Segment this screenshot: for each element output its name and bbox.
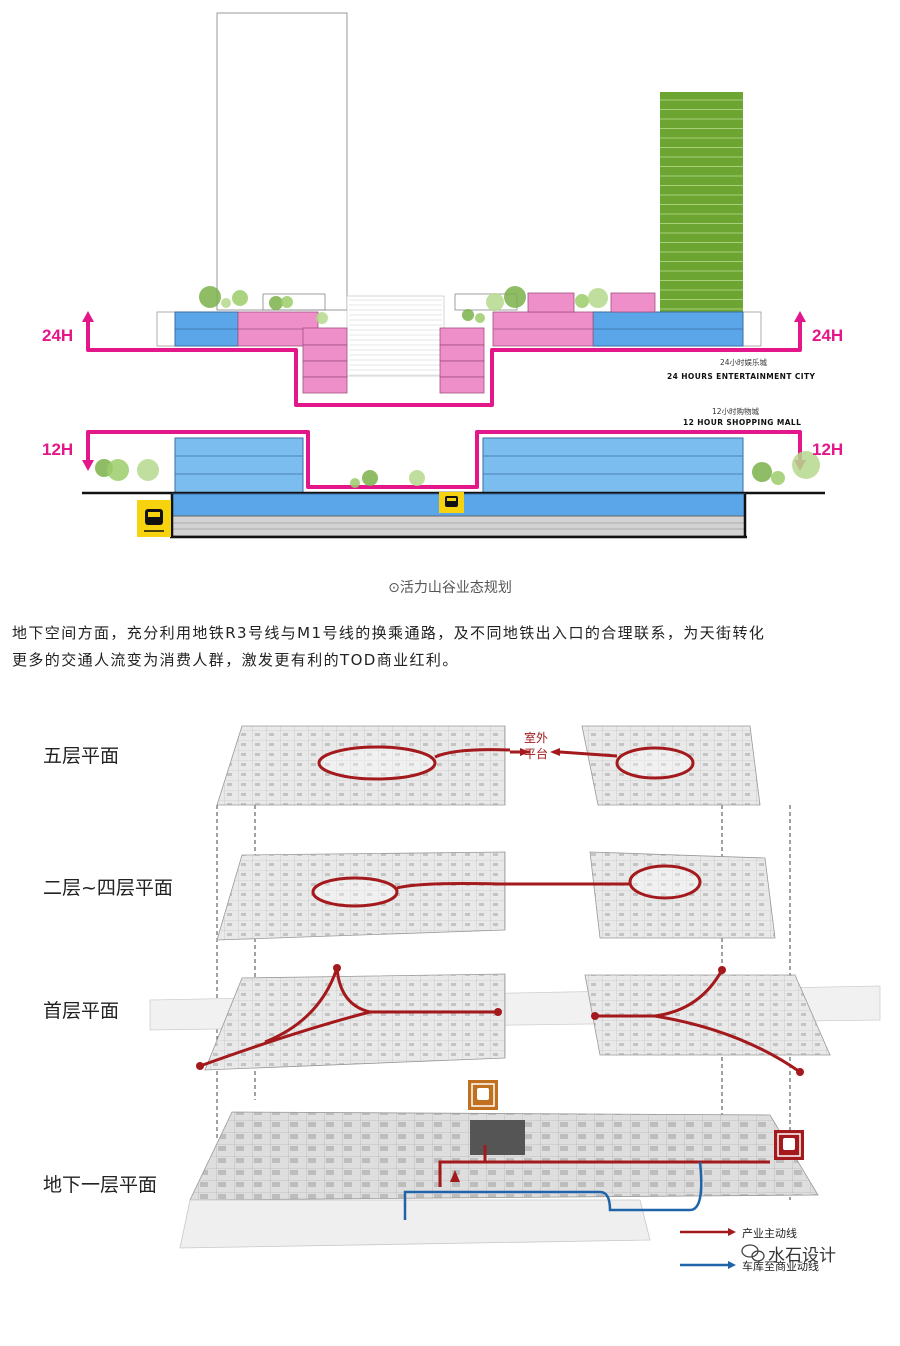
metro-red-icon <box>774 1130 804 1160</box>
tree-icon <box>362 470 378 486</box>
label-24h-right: 24H <box>812 326 844 345</box>
office-tower <box>216 12 348 311</box>
tree-icon <box>221 298 231 308</box>
tree-icon <box>792 451 820 479</box>
tree-icon <box>409 470 425 486</box>
tree-icon <box>588 288 608 308</box>
tree-icon <box>771 471 785 485</box>
legend <box>680 1228 736 1269</box>
arrow-up-right <box>794 311 806 322</box>
outdoor-platform-line-2: 平台 <box>524 747 549 761</box>
label-12h-left: 12H <box>42 440 74 459</box>
legend-red-label: 产业主动线 <box>742 1227 797 1240</box>
outdoor-platform-line-1: 室外 <box>524 731 549 745</box>
floor-plan-stack <box>149 725 881 1269</box>
plan-basement-1 <box>179 1111 819 1249</box>
lower-mall-left <box>174 437 304 494</box>
upper-blue-right <box>592 311 744 347</box>
metro-orange-icon <box>468 1080 498 1110</box>
tree-icon <box>475 313 485 323</box>
body-paragraph: 地下空间方面，充分利用地铁R3号线与M1号线的换乘通路，及不同地铁出入口的合理联… <box>12 620 892 674</box>
metro-icon <box>439 492 464 513</box>
label-12h-right: 12H <box>812 440 844 459</box>
tree-icon <box>316 312 328 324</box>
floor-label-2-4: 二层~四层平面 <box>43 877 173 899</box>
tree-icon <box>95 286 820 488</box>
entertainment-cn-label: 24小时娱乐城 <box>720 358 768 367</box>
tree-icon <box>199 286 221 308</box>
pink-blocks-left <box>237 311 348 394</box>
mall-cn-label: 12小时购物城 <box>712 407 760 416</box>
floor-label-1: 首层平面 <box>43 1000 120 1022</box>
tree-icon <box>350 478 360 488</box>
basement <box>170 493 747 539</box>
tree-icon <box>137 459 159 481</box>
tree-icon <box>575 294 589 308</box>
12h-flow-path <box>86 430 802 489</box>
paragraph-line-2: 更多的交通人流变为消费人群，激发更有利的TOD商业红利。 <box>12 651 459 669</box>
label-24h-left: 24H <box>42 326 74 345</box>
tree-icon <box>232 290 248 306</box>
24h-flow-path <box>86 320 802 407</box>
wechat-icon <box>741 1244 765 1262</box>
plan-level-5 <box>216 725 761 806</box>
tree-icon <box>752 462 772 482</box>
green-tower <box>660 92 743 312</box>
watermark: 水石设计 <box>768 1246 836 1266</box>
outdoor-platform-label: 室外 平台 <box>524 730 548 762</box>
mall-en-label: 12 HOUR SHOPPING MALL <box>683 418 802 427</box>
roof-frame-left <box>262 293 326 311</box>
tree-icon <box>462 309 474 321</box>
arrow-up-left <box>82 311 94 322</box>
section-diagram <box>82 12 825 539</box>
upper-blue-left <box>174 311 239 347</box>
tree-icon <box>107 459 129 481</box>
figure-caption: ⊙活力山谷业态规划 <box>388 580 512 596</box>
tree-icon <box>486 293 504 311</box>
metro-icon <box>137 500 171 537</box>
legend-blue-label: 车库至商业动线 <box>742 1260 819 1273</box>
entertainment-en-label: 24 HOURS ENTERTAINMENT CITY <box>667 372 816 381</box>
floor-label-b1: 地下一层平面 <box>43 1174 158 1196</box>
arrow-down-left <box>82 460 94 471</box>
lower-mall-right <box>482 437 744 494</box>
tree-icon <box>281 296 293 308</box>
atrium-hatch <box>346 295 445 377</box>
tree-icon <box>269 296 283 310</box>
paragraph-line-1: 地下空间方面，充分利用地铁R3号线与M1号线的换乘通路，及不同地铁出入口的合理联… <box>12 624 766 642</box>
floor-label-5: 五层平面 <box>43 745 120 767</box>
plan-ground-level <box>149 964 881 1076</box>
tree-icon <box>504 286 526 308</box>
plan-level-2-4 <box>216 851 776 941</box>
pink-blocks-right <box>439 292 656 394</box>
